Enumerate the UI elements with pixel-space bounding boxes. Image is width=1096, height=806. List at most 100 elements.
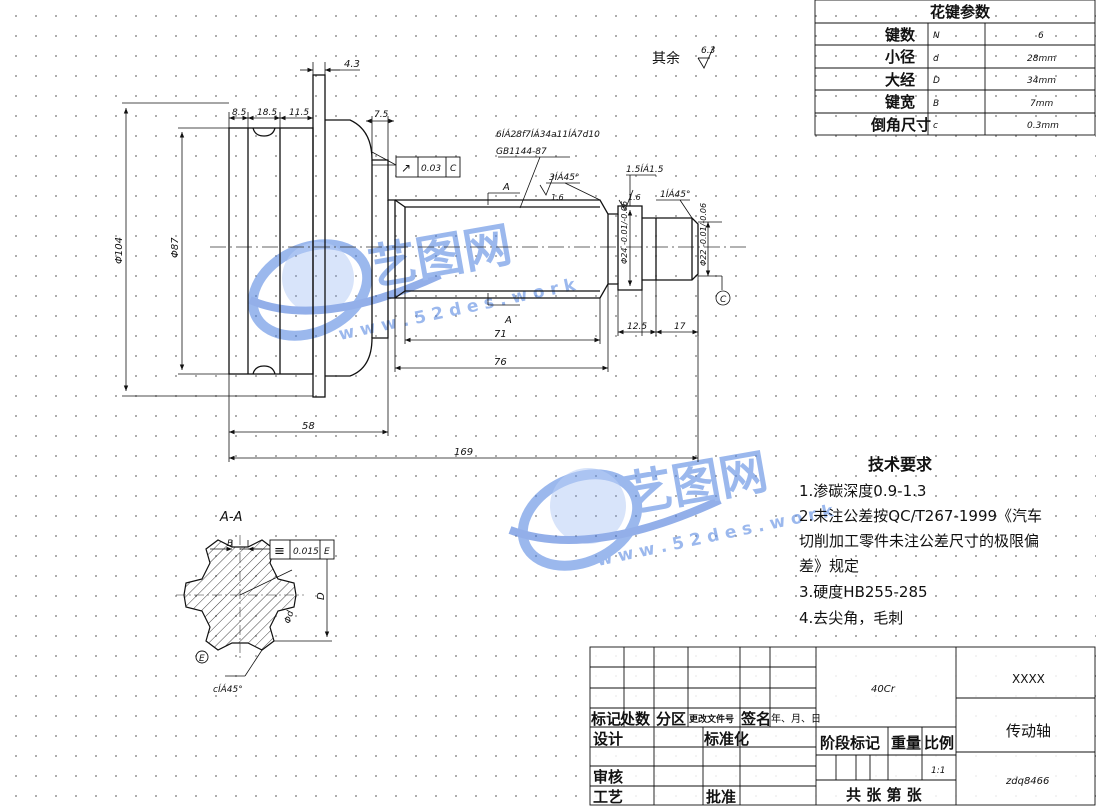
surface-note: 其余 6.3 — [652, 45, 716, 69]
label-scale: 比例 — [924, 734, 954, 752]
section-mark-top: A — [502, 182, 510, 193]
dim-11-5: 11.5 — [289, 108, 309, 118]
tech-item: 2.未注公差按QC/T267-1999《汽车 — [799, 507, 1042, 525]
label-date: 年、月、日 — [771, 712, 821, 725]
spline-row-name: 小径 — [885, 48, 915, 66]
groove-1-5: 1.5ÍÁ1.5 — [626, 163, 664, 175]
label-standard: 标准化 — [703, 730, 749, 748]
tech-item: 差》规定 — [799, 557, 859, 575]
tech-title: 技术要求 — [868, 455, 933, 474]
label-process: 工艺 — [593, 788, 623, 806]
tech-item: 1.渗碳深度0.9-1.3 — [799, 482, 926, 500]
surface-note-value: 6.3 — [701, 46, 716, 56]
runout-datum: C — [450, 164, 457, 174]
title-block — [589, 646, 1096, 806]
runout-tolerance-frame: ↗ 0.03 C — [395, 156, 461, 178]
spline-row-symbol: c — [933, 121, 938, 131]
spline-row-value: 7mm — [1030, 99, 1053, 109]
label-zone: 分区 — [656, 710, 686, 728]
dimensions-main — [122, 62, 731, 462]
section-dim-b: B — [227, 539, 233, 549]
technical-requirements: 技术要求 1.渗碳深度0.9-1.3 2.未注公差按QC/T267-1999《汽… — [799, 455, 1042, 627]
dim-58: 58 — [302, 421, 315, 432]
spline-table-text: 花键参数 键数 N 6 小径 d 28mm 大经 D 34mm 键宽 B 7mm… — [870, 3, 1059, 134]
runout-symbol: ↗ — [401, 161, 411, 175]
dim-17: 17 — [674, 322, 686, 332]
chamfer-1x45: 1ÍÁ45° — [660, 188, 691, 200]
symmetry-value: 0.015 — [293, 547, 319, 557]
label-change-doc: 更改文件号 — [689, 713, 734, 725]
tech-item: 切削加工零件未注公差尺寸的极限偏 — [799, 532, 1039, 550]
spline-row-name: 键数 — [884, 26, 916, 44]
dim-4-3: 4.3 — [344, 59, 360, 70]
label-sheets: 共 张 第 张 — [846, 786, 923, 804]
roughness-1-6a: 1.6 — [551, 193, 564, 202]
runout-value: 0.03 — [421, 164, 441, 174]
company-name: XXXX — [1012, 672, 1045, 686]
symmetry-datum: E — [324, 547, 330, 557]
spline-callout-1: 6ÍÁ28f7ÍÁ34a11ÍÁ7d10 — [496, 128, 600, 140]
spline-row-value: 6 — [1038, 31, 1044, 41]
section-a-a: A-A E B D Φd cÍÁ45° ≡ 0.015 E — [176, 510, 335, 695]
label-weight: 重量 — [891, 734, 921, 752]
hub-outline — [325, 119, 396, 377]
dim-18-5: 18.5 — [257, 108, 277, 118]
shaft-main-view — [210, 74, 750, 398]
surface-note-label: 其余 — [652, 50, 680, 67]
dim-dia104: Φ104 — [114, 237, 125, 264]
dimension-labels: 4.3 8.5 18.5 11.5 7.5 Φ104 Φ87 Φ24 -0.01… — [114, 59, 727, 458]
section-datum-e: E — [199, 654, 205, 664]
spline-row-symbol: D — [933, 76, 940, 86]
label-sign: 签名 — [740, 710, 771, 728]
section-title: A-A — [219, 510, 242, 525]
label-mark: 标记 — [590, 710, 621, 728]
roughness-1-6b: 1.6 — [628, 193, 641, 202]
section-chamfer: cÍÁ45° — [213, 683, 243, 695]
tech-item: 4.去尖角，毛刺 — [799, 609, 903, 627]
spline-row-symbol: d — [933, 54, 939, 64]
label-approve: 批准 — [706, 788, 736, 806]
section-dim-d-minor: Φd — [283, 610, 296, 625]
spline-table-title: 花键参数 — [930, 3, 991, 21]
tech-item: 3.硬度HB255-285 — [799, 583, 928, 601]
part-name: 传动轴 — [1006, 722, 1051, 740]
spline-shaft — [395, 199, 609, 299]
material: 40Cr — [871, 684, 896, 695]
dim-71: 71 — [494, 329, 507, 340]
dim-8-5: 8.5 — [232, 108, 247, 118]
drawing-number: zdq8466 — [1005, 776, 1049, 787]
spline-callout-2: GB1144-87 — [496, 147, 547, 157]
dim-7-5: 7.5 — [374, 110, 389, 120]
label-count: 处数 — [619, 710, 651, 728]
watermark-title: 艺图网 — [364, 217, 516, 297]
watermark-2: 艺图网 w w w . 5 2 d e s . w o r k — [508, 444, 836, 571]
spline-row-symbol: N — [933, 31, 940, 41]
title-block-text: 40Cr XXXX 传动轴 zdq8466 1:1 标记 处数 分区 更改文件号… — [590, 672, 1051, 806]
spline-parameter-table — [814, 0, 1096, 136]
spline-row-value: 34mm — [1027, 76, 1056, 86]
spline-row-name: 大经 — [885, 71, 915, 89]
label-design: 设计 — [593, 730, 623, 748]
watermark-1: 艺图网 w w w . 5 2 d e s . w o r k — [247, 217, 578, 345]
dim-dia87: Φ87 — [170, 237, 181, 258]
spline-row-name: 倒角尺寸 — [870, 116, 931, 134]
spline-row-value: 0.3mm — [1027, 121, 1059, 131]
dim-169: 169 — [454, 447, 473, 458]
dim-76: 76 — [494, 357, 507, 368]
section-mark-bottom: A — [504, 315, 512, 326]
dim-dia22: Φ22 -0.01/-0.06 — [699, 203, 708, 266]
spline-row-value: 28mm — [1027, 54, 1056, 64]
chamfer-3x45: 3ÍÁ45° — [549, 171, 580, 183]
section-dim-d-major: D — [316, 592, 327, 600]
symmetry-symbol: ≡ — [274, 544, 285, 559]
spline-row-name: 键宽 — [884, 93, 915, 111]
scale-value: 1:1 — [931, 766, 945, 776]
label-review: 审核 — [593, 768, 623, 786]
thin-plate — [312, 74, 326, 398]
label-stage: 阶段标记 — [820, 734, 880, 752]
dim-dia24: Φ24 -0.01/-0.06 — [620, 201, 629, 264]
dim-12-5: 12.5 — [627, 322, 647, 332]
watermark-title: 艺图网 — [620, 444, 772, 524]
datum-c-label: C — [720, 295, 727, 305]
